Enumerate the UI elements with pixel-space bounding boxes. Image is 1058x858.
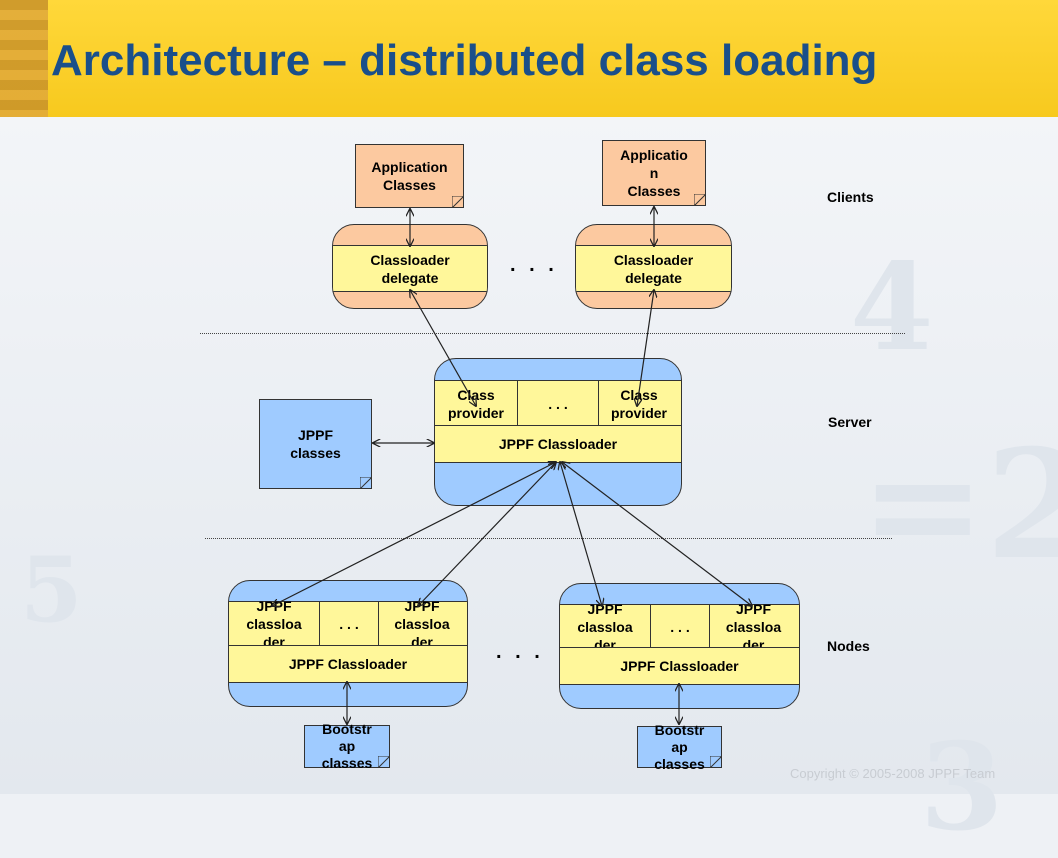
bootstrap-classes-note: Bootstr ap classes [637,722,722,772]
server-label: Server [828,414,872,430]
classloader-delegate-label: Classloader delegate [613,251,694,286]
delegate-band: Classloader delegate [576,245,731,292]
clients-label: Clients [827,189,874,205]
arrow-server-to-node2-cl1 [560,462,602,606]
classloader-delegate-label: Classloader delegate [370,251,450,286]
bootstrap-classes-label: Bootstr ap classes [321,721,373,771]
clients-server-separator [200,333,905,334]
arrow-server-to-node1-cl1 [272,462,556,606]
nodes-ellipsis: . . . [496,641,544,663]
node-jppf-classloader-label: JPPF Classloader [620,658,739,674]
slide-title: Architecture – distributed class loading [51,36,878,85]
arrow-server-to-node1-cl2 [418,462,556,606]
provider-ellipsis: . . . [517,381,599,426]
node-jppf-classloader-label: JPPF Classloader [288,656,408,672]
node-classloaders-band: JPPF classloa der . . . JPPF classloa de… [560,601,799,653]
page-fold-icon [710,756,722,768]
node-classloader-ellipsis: . . . [319,602,379,646]
page-fold-icon [378,756,390,768]
page-fold-icon [694,194,706,206]
copyright-text: Copyright © 2005-2008 JPPF Team [790,766,996,781]
slide-background: 4 =2 5 3 [0,117,1058,858]
page-fold-icon [452,196,464,208]
arrow-delegate-to-provider-left [410,290,476,406]
node-classloader-band: JPPF Classloader [560,647,799,685]
server-jppf-classloader-label: JPPF Classloader [498,436,618,452]
arrow-server-to-node2-cl2 [562,462,752,606]
bootstrap-classes-note: Bootstr ap classes [304,721,390,771]
node-classloader-ellipsis: . . . [650,605,710,648]
server-classloader-band: JPPF Classloader [435,425,681,463]
title-bar: Architecture – distributed class loading [0,0,1058,117]
connector-arrows [0,0,1058,794]
clients-ellipsis: . . . [510,254,558,276]
arrow-delegate-to-provider-right [637,290,654,406]
application-classes-label: Applicatio n Classes [620,147,688,199]
jppf-classes-label: JPPF classes [290,427,341,461]
node-classloader-band: JPPF Classloader [229,645,467,683]
nodes-label: Nodes [827,638,870,654]
bootstrap-classes-label: Bootstr ap classes [654,721,705,772]
math-watermark: 5 [20,537,83,643]
header-decoration [0,0,48,117]
application-classes-note: Applicatio n Classes [602,140,706,206]
math-watermark: =2 [860,417,1058,593]
math-watermark: 4 [850,237,934,378]
application-classes-label: Application Classes [371,159,448,193]
application-classes-note: Application Classes [355,144,464,208]
